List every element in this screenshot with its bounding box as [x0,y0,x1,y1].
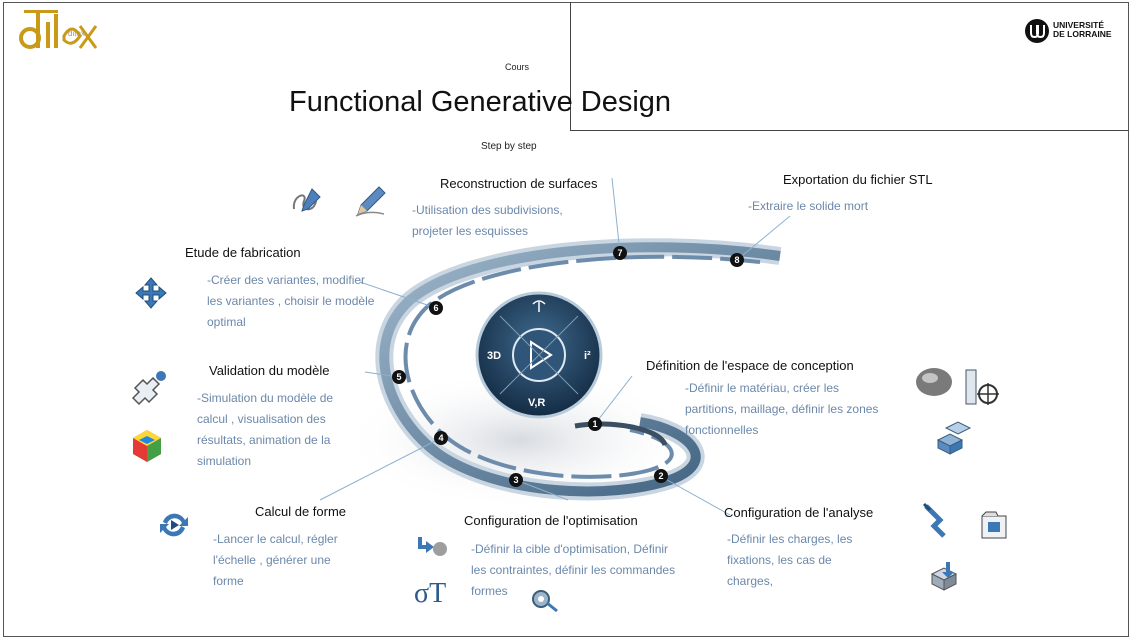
step-marker-3: 3 [509,473,523,487]
step-4-desc-line: -Lancer le calcul, régler [213,532,338,546]
step-3-desc-line: formes [471,584,508,598]
step-6-desc-line: optimal [207,315,246,329]
step-7-desc-line: projeter les esquisses [412,224,529,238]
step-marker-2: 2 [654,469,668,483]
step-7-desc-line: -Utilisation des subdivisions, [412,203,563,217]
spiral-band-main [379,242,781,497]
ditex-logo: ditex [14,8,104,60]
step-6-desc-line: -Créer des variantes, modifier [207,273,366,287]
step-4-title: Calcul de forme [255,504,347,519]
course-label: Cours [505,62,530,72]
slide-frame [3,2,1129,637]
dial-i-label: i² [584,350,591,362]
step-2-desc-line: fixations, les cas de [727,553,832,567]
step-3-desc: -Définir la cible d'optimisation, Défini… [471,539,675,602]
spiral-band-inner [403,254,761,479]
move-arrows-icon [135,277,167,309]
spiral-tail [574,421,668,447]
step-8-desc-line: -Extraire le solide mort [748,199,869,213]
step-1-desc-line: fonctionnelles [685,423,759,437]
step-6-title: Etude de fabrication [185,245,301,260]
sigma-icon: σT [414,578,447,609]
page-subtitle: Step by step [481,141,537,152]
step-1-desc: -Définir le matériau, créer les partitio… [685,378,878,441]
step-8-desc: -Extraire le solide mort [748,196,868,217]
step-5-desc-line: résultats, animation de la [197,433,331,447]
step-marker-4: 4 [434,431,448,445]
header-box [570,2,1129,131]
step-marker-5: 5 [392,370,406,384]
step-2-desc-line: -Définir les charges, les [727,532,853,546]
step-5-desc-line: calcul , visualisation des [197,412,326,426]
step-2-desc: -Définir les charges, les fixations, les… [727,529,852,592]
dial-3d-label: 3D [487,350,501,362]
step-marker-8: 8 [730,253,744,267]
step-5-desc: -Simulation du modèle de calcul , visual… [197,388,333,472]
step-4-desc-line: forme [213,574,244,588]
dial-vr-label: V,R [528,397,545,409]
export-icon [930,562,958,591]
page-title: Functional Generative Design [289,86,672,118]
step-2-desc-line: charges, [727,574,774,588]
step-8-title: Exportation du fichier STL [783,172,933,187]
step-3-desc-line: les contraintes, définir les commandes [471,563,676,577]
compass-icon [532,300,546,312]
leader-lines [319,177,791,516]
logo-line2: DE LORRAINE [1053,29,1112,39]
logo-line1: UNIVERSITÉ [1053,20,1105,30]
step-1-desc-line: partitions, maillage, définir les zones [685,402,879,416]
stack-blocks-icon [936,421,972,455]
step-6-desc-line: les variantes , choisir le modèle [207,294,375,308]
step-3-desc-line: -Définir la cible d'optimisation, Défini… [471,542,669,556]
pencil-icon [355,186,386,217]
clamp-icon [922,502,946,538]
step-4-desc: -Lancer le calcul, régler l'échelle , gé… [213,529,338,592]
part-check-icon [131,371,166,406]
step-7-title: Reconstruction de surfaces [440,176,598,191]
step-marker-7: 7 [613,246,627,260]
step-marker-6: 6 [429,301,443,315]
curve-pen-icon [292,188,321,212]
step-3-title: Configuration de l'optimisation [464,513,638,528]
step-2-title: Configuration de l'analyse [724,505,874,520]
step-marker-1: 1 [588,417,602,431]
sphere-part-icon [916,368,952,396]
step-7-desc: -Utilisation des subdivisions, projeter … [412,200,563,242]
dial-divider-2 [499,315,579,395]
load-case-icon [981,511,1007,539]
step-6-desc: -Créer des variantes, modifier les varia… [207,270,374,333]
play-icon [530,340,553,370]
step-5-title: Validation du modèle [209,363,330,378]
step-4-desc-line: l'échelle , générer une [213,553,331,567]
step-5-desc-line: -Simulation du modèle de [197,391,334,405]
refresh-compute-icon [160,513,188,537]
step-1-title: Définition de l'espace de conception [646,358,854,373]
measure-icon [965,369,999,405]
step-1-desc-line: -Définir le matériau, créer les [685,381,840,395]
step-5-desc-line: simulation [197,454,252,468]
optim-target-icon [418,537,447,556]
colored-part-icon [133,430,161,462]
gear-wrench-icon [532,590,558,613]
svg-text:ditex: ditex [68,29,85,38]
